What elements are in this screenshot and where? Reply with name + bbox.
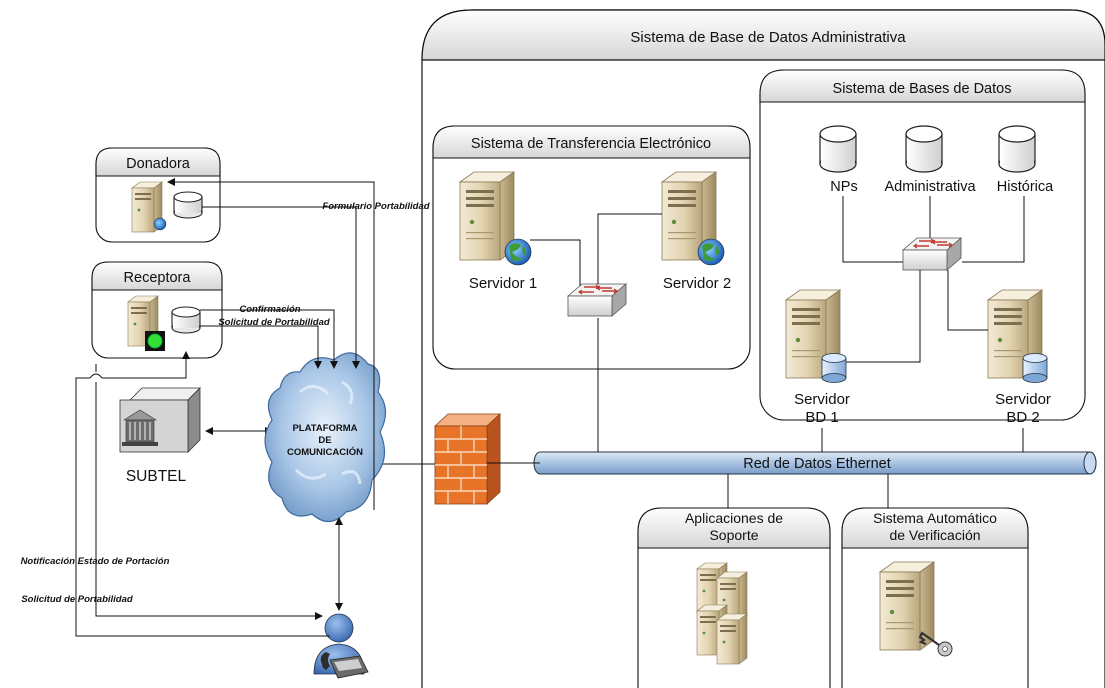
historica-db-label: Histórica xyxy=(997,179,1054,195)
receptora-box: Receptora xyxy=(91,261,223,359)
verification-title-line1: Sistema Automático xyxy=(873,510,997,526)
globe-icon xyxy=(697,238,725,266)
firewall-icon xyxy=(433,413,502,505)
solicitud-user-label: Solicitud de Portabilidad xyxy=(21,594,133,605)
server-bd1-label-line1: Servidor xyxy=(794,391,850,408)
ethernet-network-bar: Red de Datos Ethernet xyxy=(533,451,1097,475)
platform-label-line1: PLATAFORMA xyxy=(292,423,357,434)
platform-label-line3: COMUNICACIÓN xyxy=(287,446,363,458)
electronic-transfer-system-box: Sistema de Transferencia Electrónico Ser… xyxy=(432,125,751,370)
app-server-icon xyxy=(716,613,748,665)
network-label: Red de Datos Ethernet xyxy=(743,456,891,472)
server-bd2-label-line1: Servidor xyxy=(995,391,1051,408)
support-applications-box: Aplicaciones de Soporte xyxy=(637,507,831,688)
receptora-title: Receptora xyxy=(124,270,192,286)
link-switch-bd1 xyxy=(846,270,921,363)
database-small-icon xyxy=(1022,353,1048,383)
status-indicator-icon xyxy=(145,331,165,351)
verification-title-line2: de Verificación xyxy=(889,527,980,543)
receptora-database-icon xyxy=(171,306,201,334)
solicitud-receptora-label: Solicitud de Portabilidad xyxy=(218,317,330,328)
globe-icon xyxy=(153,217,167,231)
transfer-switch-icon xyxy=(567,283,627,317)
formulario-label: Formulario Portabilidad xyxy=(322,201,429,212)
link-hist-switch xyxy=(962,196,1025,263)
donadora-database-icon xyxy=(173,191,203,219)
server-bd2-label-line2: BD 2 xyxy=(1006,409,1039,426)
databases-system-title: Sistema de Bases de Datos xyxy=(833,81,1012,97)
user-phone-icon xyxy=(313,613,369,679)
donadora-box: Donadora xyxy=(95,147,221,243)
support-apps-title-line2: Soporte xyxy=(709,527,758,543)
subtel-label: SUBTEL xyxy=(126,468,187,485)
link-switch-bd2 xyxy=(947,270,988,331)
historica-database-icon xyxy=(998,125,1036,173)
flow-confirmacion xyxy=(200,309,338,369)
administrativa-db-label: Administrativa xyxy=(884,179,976,195)
databases-system-box: Sistema de Bases de Datos NPs Administra… xyxy=(759,69,1086,426)
flow-solicitud-receptora xyxy=(200,325,322,369)
communication-platform-cloud-icon xyxy=(264,352,387,523)
globe-icon xyxy=(504,238,532,266)
admin-system-title: Sistema de Base de Datos Administrativa xyxy=(630,29,906,46)
link-server1-switch xyxy=(530,239,581,286)
link-server2-switch xyxy=(597,213,662,284)
confirmacion-label: Confirmación xyxy=(239,304,300,315)
flow-formulario xyxy=(202,206,360,369)
server-1-label: Servidor 1 xyxy=(469,275,537,292)
database-small-icon xyxy=(821,353,847,383)
nps-database-icon xyxy=(819,125,857,173)
nps-db-label: NPs xyxy=(830,179,857,195)
flow-solicitud-user xyxy=(95,364,323,620)
key-icon xyxy=(918,631,953,657)
platform-label-line2: DE xyxy=(318,435,331,446)
administrativa-database-icon xyxy=(905,125,943,173)
flow-to-donadora xyxy=(167,178,375,510)
notificacion-label: Notificación Estado de Portación xyxy=(21,556,170,567)
donadora-title: Donadora xyxy=(126,156,191,172)
subtel-building-icon xyxy=(119,387,201,453)
server-2-label: Servidor 2 xyxy=(663,275,731,292)
transfer-system-title: Sistema de Transferencia Electrónico xyxy=(471,136,711,152)
flow-notificacion xyxy=(75,351,330,637)
automatic-verification-box: Sistema Automático de Verificación xyxy=(841,507,1029,688)
db-switch-icon xyxy=(902,237,962,271)
server-bd1-label-line2: BD 1 xyxy=(805,409,838,426)
support-apps-title-line1: Aplicaciones de xyxy=(685,510,783,526)
link-nps-switch xyxy=(842,196,903,263)
